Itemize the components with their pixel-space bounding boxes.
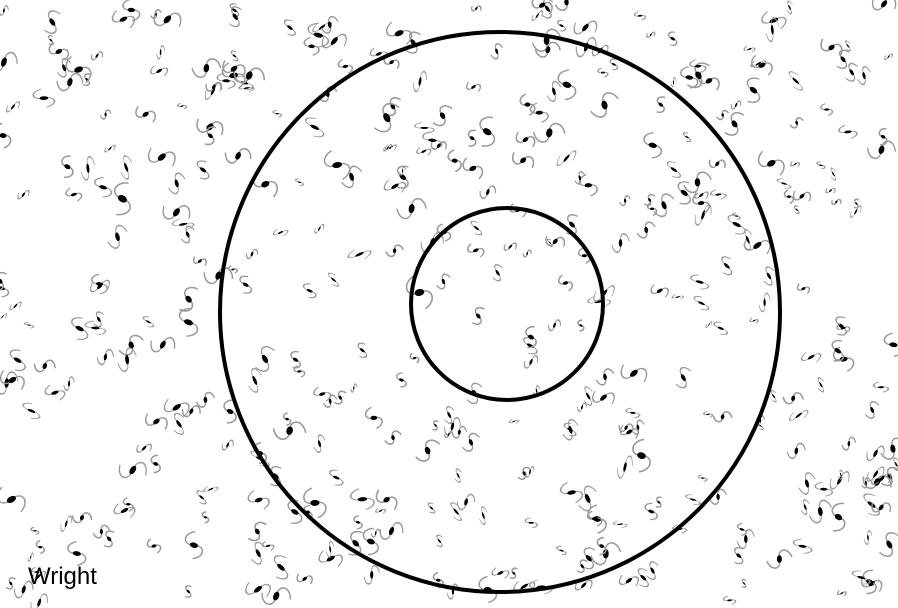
caption-label: Wright [28, 565, 97, 589]
